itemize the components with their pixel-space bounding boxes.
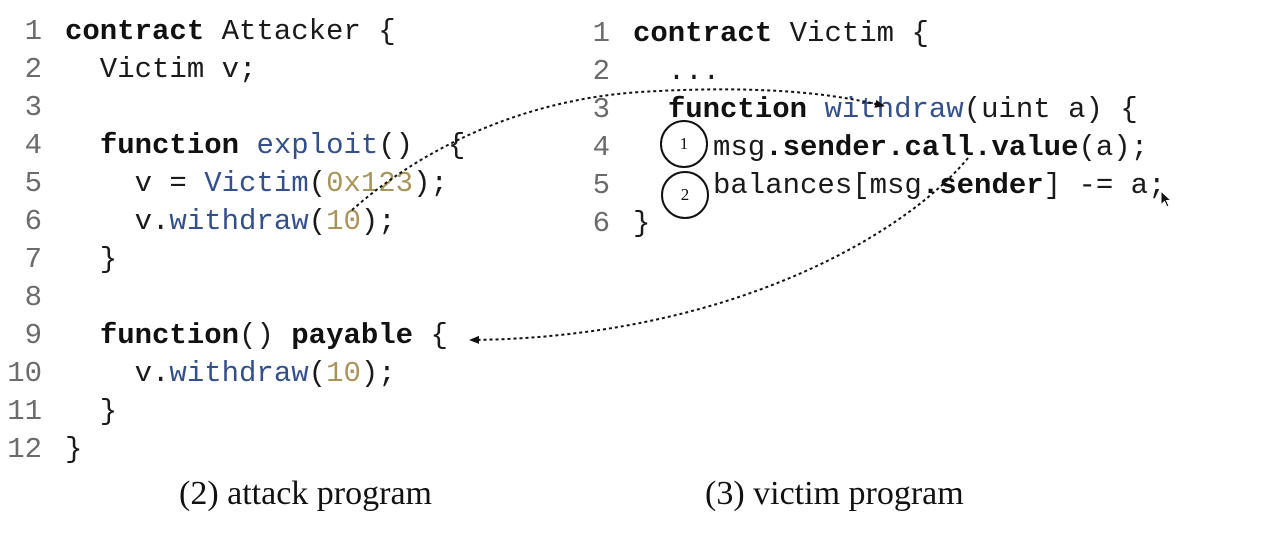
- code-line-12: }: [65, 433, 83, 466]
- number-literal: 10: [326, 205, 361, 238]
- victim-line-4: msg.sender.call.value(a);: [713, 131, 1149, 164]
- function-name: withdraw: [169, 357, 309, 390]
- victim-line-1: contract Victim {: [633, 17, 929, 50]
- line-number: 6: [592, 207, 610, 240]
- number-literal: 10: [326, 357, 361, 390]
- keyword: contract: [633, 17, 773, 50]
- line-number: 5: [592, 169, 610, 202]
- line-number: 5: [24, 167, 42, 200]
- keyword: .sender.call.value: [765, 131, 1079, 164]
- call-withdraw-arrow: [351, 88, 885, 211]
- mouse-cursor-icon: [1160, 190, 1173, 208]
- function-name: Victim: [204, 167, 309, 200]
- victim-line-6: }: [633, 207, 651, 240]
- line-number: 1: [24, 15, 42, 48]
- reentry-callback-arrow: [469, 157, 969, 344]
- line-number: 12: [7, 433, 42, 466]
- victim-program-caption: (3) victim program: [705, 475, 964, 512]
- number-literal: 0x123: [326, 167, 414, 200]
- step-2-circle: 2: [661, 171, 709, 219]
- function-name: withdraw: [169, 205, 309, 238]
- code-line-9: function() payable {: [99, 319, 448, 352]
- line-number: 2: [592, 55, 610, 88]
- code-line-4: function exploit() {: [99, 129, 466, 162]
- keyword: contract: [65, 15, 205, 48]
- step-1-circle: 1: [660, 120, 708, 168]
- code-line-10: v.withdraw(10);: [65, 357, 396, 390]
- function-name: exploit: [256, 129, 379, 162]
- victim-line-5: balances[msg.sender] -= a;: [713, 169, 1166, 202]
- keyword: payable: [291, 319, 414, 352]
- code-line-11: }: [65, 395, 118, 428]
- attack-program-caption: (2) attack program: [179, 475, 432, 512]
- code-line-1: contract Attacker {: [65, 15, 396, 48]
- line-number: 10: [7, 357, 42, 390]
- code-line-5: v = Victim(0x123);: [65, 167, 448, 200]
- line-number: 8: [24, 281, 42, 314]
- line-number: 9: [24, 319, 42, 352]
- line-number: 4: [24, 129, 42, 162]
- code-line-2: Victim v;: [65, 53, 257, 86]
- line-number: 3: [24, 91, 42, 124]
- code-line-7: }: [65, 243, 118, 276]
- line-number: 7: [24, 243, 42, 276]
- keyword: function: [99, 319, 240, 352]
- line-number: 2: [24, 53, 42, 86]
- line-number: 4: [592, 131, 610, 164]
- code-line-6: v.withdraw(10);: [65, 205, 396, 238]
- line-number: 11: [7, 395, 42, 428]
- line-number: 6: [24, 205, 42, 238]
- keyword: function: [99, 129, 240, 162]
- line-number: 1: [592, 17, 610, 50]
- victim-line-2: ...: [633, 55, 721, 88]
- line-number: 3: [592, 93, 610, 126]
